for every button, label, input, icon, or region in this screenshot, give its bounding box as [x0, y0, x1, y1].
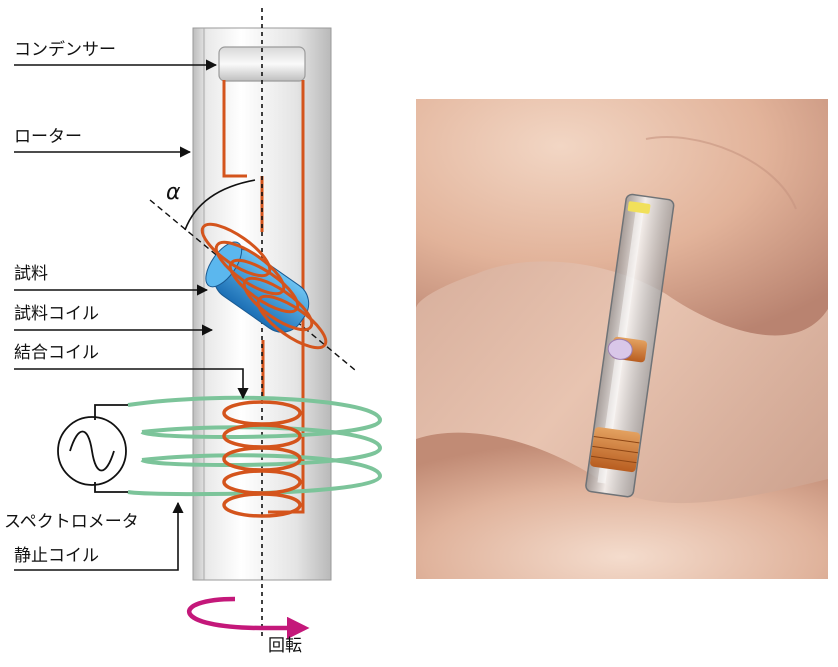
rotor-photo	[416, 99, 828, 579]
sample-coil	[200, 222, 328, 350]
label-condenser: コンデンサー	[14, 40, 116, 60]
label-spectrometer: スペクトロメータ	[4, 512, 139, 532]
copper-wiring	[222, 80, 305, 514]
label-coupling-coil: 結合コイル	[14, 343, 99, 363]
label-rotation: 回転	[268, 636, 302, 656]
rotation-arrow	[187, 596, 310, 640]
label-sample-coil: 試料コイル	[14, 304, 99, 324]
coupling-coil	[222, 400, 302, 518]
label-rotor: ローター	[14, 127, 82, 147]
spectrometer-source	[57, 404, 128, 493]
label-static-coil: 静止コイル	[14, 546, 99, 566]
label-angle: α	[166, 180, 181, 205]
leader-lines	[14, 59, 249, 571]
label-sample: 試料	[14, 264, 48, 284]
angle-arc	[184, 179, 256, 231]
